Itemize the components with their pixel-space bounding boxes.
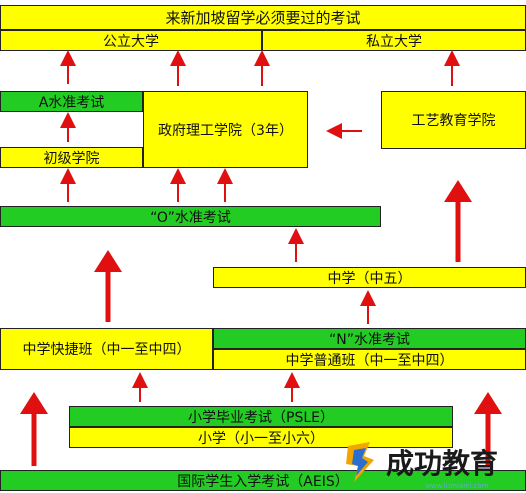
arrow-aeis-to-normal-head [474, 392, 502, 414]
aeis-exam-box: 国际学生入学考试（AEIS） [0, 470, 526, 491]
o-level-exam-box: “O”水准考试 [0, 206, 381, 227]
polytechnic-box: 政府理工学院（3年） [143, 91, 308, 168]
logo-url: www.lumiaiel.com [425, 482, 489, 490]
logo-text: 成功教育 [386, 447, 499, 480]
watermark-logo: 成功教育 [340, 437, 526, 487]
diagram-title: 来新加坡留学必须要过的考试 [0, 5, 526, 30]
a-level-exam-box: A水准考试 [0, 91, 143, 112]
secondary-five-box: 中学（中五） [213, 267, 526, 288]
s-logo-icon [346, 442, 374, 482]
psle-exam-box: 小学毕业考试（PSLE） [69, 406, 453, 427]
private-university-box: 私立大学 [262, 30, 526, 51]
ite-box: 工艺教育学院 [381, 91, 526, 149]
arrow-aeis-to-express-head [20, 392, 48, 414]
primary-school-box: 小学（小一至小六） [69, 427, 453, 448]
secondary-normal-box: 中学普通班（中一至中四） [213, 349, 526, 370]
n-level-exam-box: “N”水准考试 [213, 328, 526, 349]
arrow-big-to-ite-head [444, 180, 472, 202]
public-university-box: 公立大学 [0, 30, 262, 51]
arrow-express-to-o-level-head [94, 250, 122, 272]
junior-college-box: 初级学院 [0, 147, 143, 168]
secondary-express-box: 中学快捷班（中一至中四） [0, 328, 213, 370]
